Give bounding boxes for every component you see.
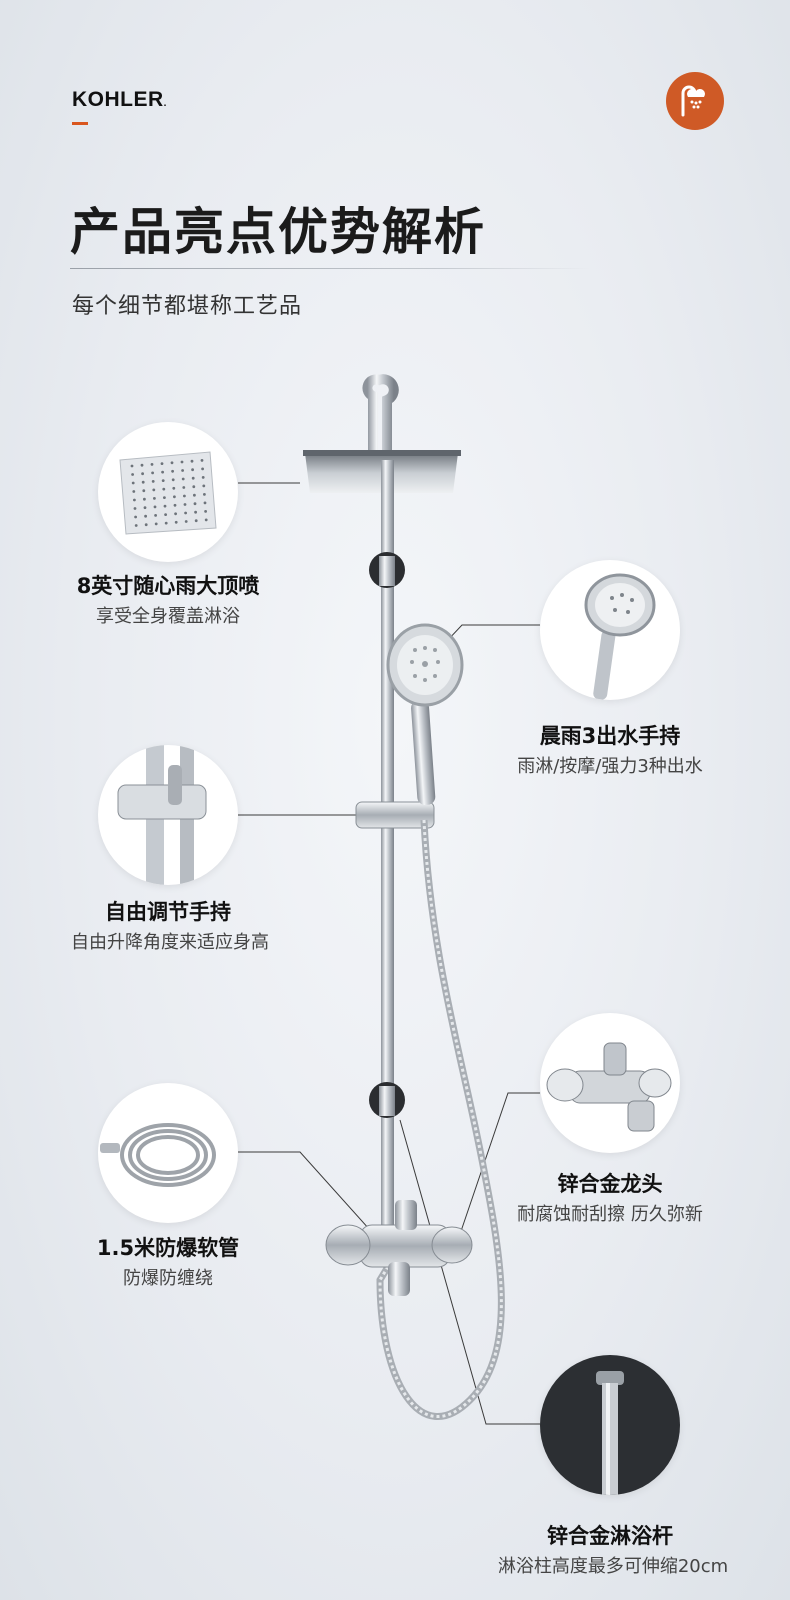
hose-thumbnail (98, 1083, 238, 1223)
kohler-logo: KOHLER. (72, 88, 167, 111)
feature-desc-faucet: 耐腐蚀耐刮擦 历久弥新 (517, 1204, 703, 1225)
faucet-thumbnail (540, 1013, 680, 1153)
slider-holder-thumbnail (98, 745, 238, 885)
shower-rail-thumbnail (540, 1355, 680, 1495)
feature-desc-hose: 防爆防缠绕 (123, 1268, 213, 1289)
page-title: 产品亮点优势解析 (70, 203, 486, 261)
logo-accent-bar (72, 122, 88, 125)
shower-icon (681, 85, 705, 117)
title-divider (70, 268, 590, 269)
feature-desc-slider: 自由升降角度来适应身高 (71, 932, 269, 953)
feature-label-rail: 锌合金淋浴杆 (547, 1524, 673, 1548)
feature-label-slider: 自由调节手持 (105, 900, 231, 924)
rain-head-thumbnail (98, 422, 238, 562)
page-subtitle: 每个细节都堪称工艺品 (72, 294, 303, 319)
shower-badge (666, 72, 724, 130)
feature-label-rain-head: 8英寸随心雨大顶喷 (76, 574, 260, 598)
feature-label-hose: 1.5米防爆软管 (96, 1236, 240, 1260)
feature-label-faucet: 锌合金龙头 (557, 1172, 663, 1196)
hand-shower-thumbnail (540, 560, 680, 700)
feature-desc-hand-shower: 雨淋/按摩/强力3种出水 (517, 756, 703, 777)
feature-label-hand-shower: 晨雨3出水手持 (539, 724, 681, 748)
feature-desc-rail: 淋浴柱高度最多可伸缩20cm (497, 1556, 729, 1577)
feature-desc-rain-head: 享受全身覆盖淋浴 (96, 606, 240, 627)
